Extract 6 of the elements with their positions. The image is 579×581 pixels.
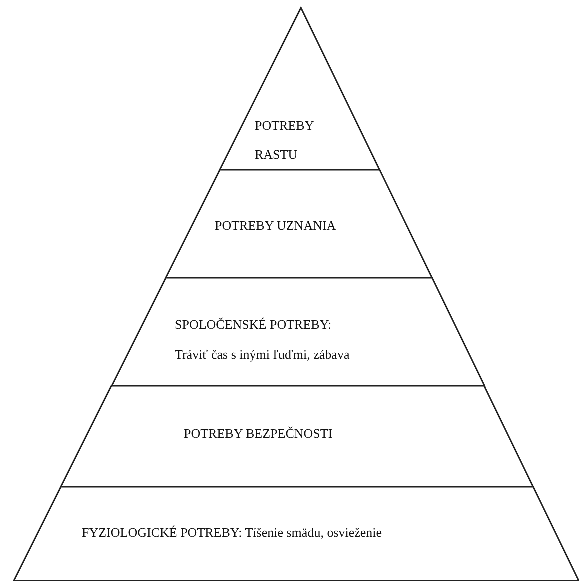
level-title: FYZIOLOGICKÉ POTREBY: Tíšenie smädu, osvieženie xyxy=(82,524,382,542)
level-title: POTREBY RASTU xyxy=(254,117,315,164)
level-description: Tráviť čas s inými ľuďmi, zábava xyxy=(174,346,350,364)
level-title: POTREBY BEZPEČNOSTI xyxy=(184,425,333,443)
level-title: SPOLOČENSKÉ POTREBY: xyxy=(174,316,332,334)
level-title: POTREBY UZNANIA xyxy=(214,217,336,235)
